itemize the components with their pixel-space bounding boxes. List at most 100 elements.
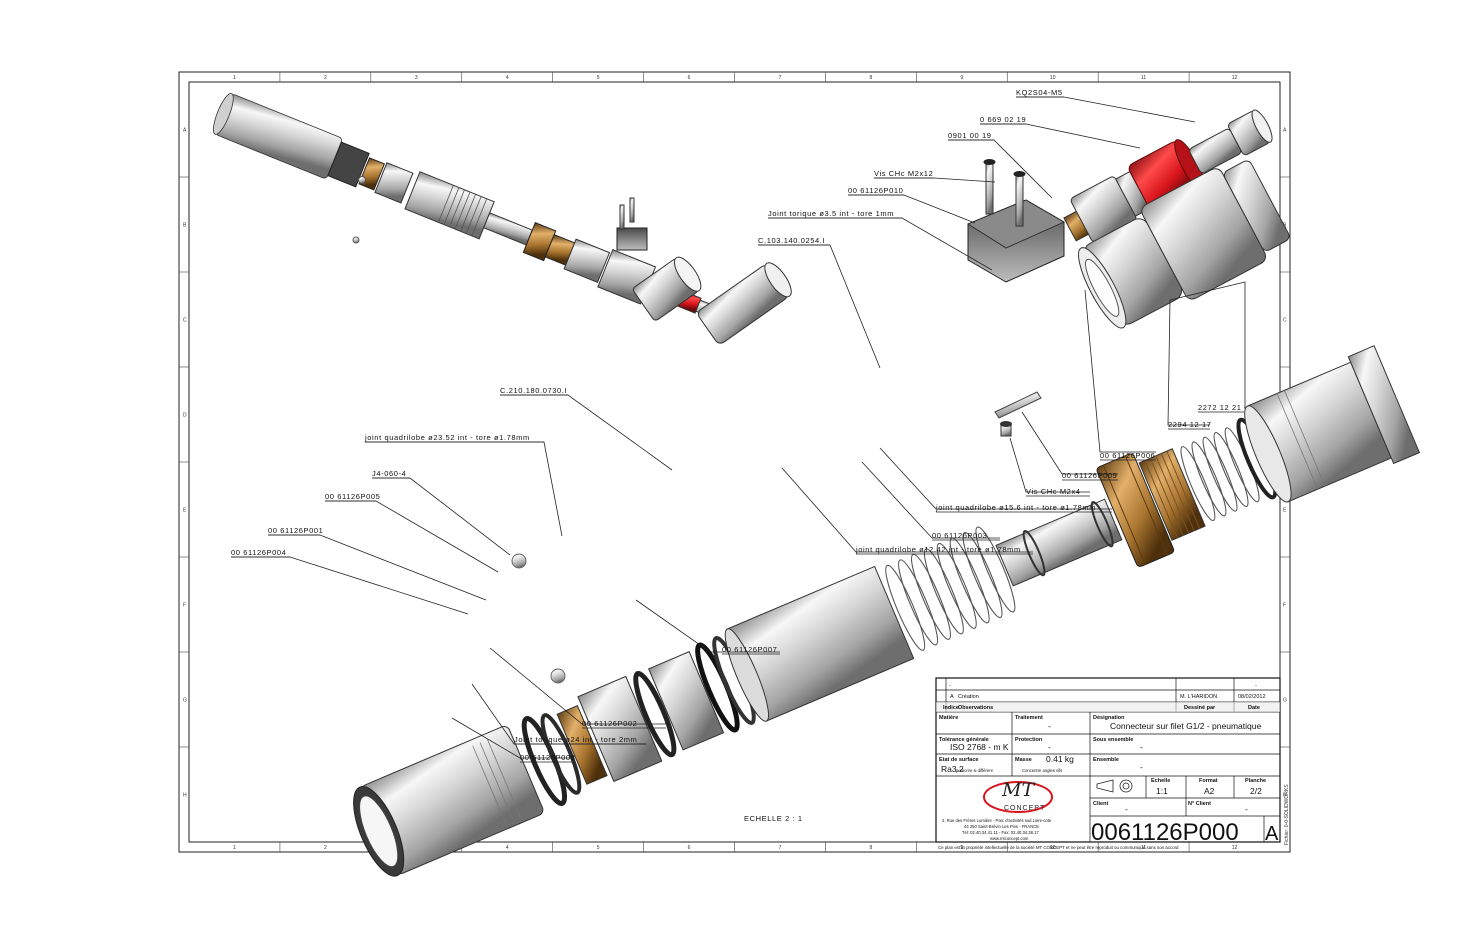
- frame-col-label: 4: [506, 75, 509, 81]
- frame-col-label: 5: [597, 75, 600, 81]
- tb-rev-date: 08/02/2012: [1238, 694, 1266, 700]
- tb-h-date: Date: [1248, 705, 1260, 711]
- frame-row-label: G: [183, 698, 187, 704]
- drawing-frame: 112233445566778899101011111212AABBCCDDEE…: [178, 71, 1291, 853]
- tb-v-planche: 2/2: [1250, 786, 1262, 796]
- tb-v-ra-note: prescrire si différent: [956, 768, 994, 773]
- drawing-number: 0061126P000: [1091, 819, 1239, 846]
- tb-l-etat: Etat de surface: [939, 757, 978, 763]
- label-0669: 0 669 02 19: [980, 115, 1026, 124]
- frame-col-label: 11: [1141, 75, 1146, 81]
- frame-row-label: F: [183, 603, 186, 609]
- frame-row-label: B: [183, 223, 187, 229]
- ball-j4-top: [511, 553, 527, 569]
- exploded-assembly-main: [353, 345, 1421, 877]
- frame-row-label: G: [1283, 698, 1287, 704]
- tb-v-designation: Connecteur sur filet G1/2 - pneumatique: [1110, 721, 1261, 731]
- label-oring-35: Joint torique ø3.5 int - tore 1mm: [768, 209, 894, 218]
- frame-row-label: C: [1283, 318, 1287, 324]
- tb-h-dessine: Dessiné par: [1184, 705, 1216, 711]
- label-c210: C.210.180.0730.I: [500, 386, 567, 395]
- tb-addr2: 44 250 Saint-Brévin Les Pins - FRANCE: [964, 824, 1039, 829]
- frame-col-label: 2: [324, 75, 327, 81]
- tb-v-format: A2: [1204, 786, 1215, 796]
- tb-l-echelle: Echelle: [1151, 778, 1170, 784]
- tb-v-tolerance: ISO 2768 - m K: [950, 742, 1009, 752]
- label-p002: 00 61126P002: [582, 719, 637, 728]
- fittings-top-right: [1063, 109, 1273, 243]
- clamp-block-p010: [967, 159, 1065, 283]
- frame-col-label: 10: [1050, 75, 1056, 81]
- tb-l-matiere: Matière: [939, 715, 958, 721]
- tb-addr1: 2, Rue des Frères Lumière - Parc d'activ…: [942, 818, 1052, 823]
- tb-rev-dash-date: -: [1255, 683, 1257, 689]
- tb-rev-index: A: [950, 694, 954, 700]
- tb-v-traitement: -: [1048, 721, 1051, 731]
- label-p004: 00 61126P004: [231, 548, 286, 557]
- tb-v-ensemble: -: [1140, 762, 1143, 772]
- label-underlines: [231, 96, 1244, 763]
- frame-row-label: A: [183, 128, 187, 134]
- projection-symbol: [1096, 779, 1133, 793]
- frame-col-label: 6: [688, 845, 691, 851]
- scale-note: ECHELLE 2 : 1: [744, 814, 803, 823]
- tb-l-tolerance: Tolérance générale: [939, 737, 989, 743]
- tb-l-format: Format: [1199, 778, 1218, 784]
- tb-l-planche: Planche: [1245, 778, 1266, 784]
- tb-v-masse: 0.41 kg: [1046, 754, 1074, 764]
- tb-l-sous-ensemble: Sous ensemble: [1093, 737, 1133, 743]
- tb-l-no-client: N° Client: [1188, 801, 1211, 807]
- tb-l-masse: Masse: [1015, 757, 1032, 763]
- label-p009: 00 61126P009: [1062, 471, 1117, 480]
- screw-m2x4: [994, 391, 1042, 437]
- frame-col-label: 4: [506, 845, 509, 851]
- part-labels: KQ2S04-M5 0 669 02 19 0901 00 19 Vis CHc…: [231, 88, 1241, 823]
- label-p006: 00 61126P006: [1100, 451, 1155, 460]
- label-quad-156: joint quadrilobe ø15.6 int - tore ø1.78m…: [935, 503, 1096, 512]
- label-p007: 00 61126P007: [722, 645, 777, 654]
- label-vis-m2x4: Vis CHc M2x4: [1026, 487, 1081, 496]
- label-c103: C.103.140.0254.I: [758, 236, 825, 245]
- logo-concept-text: CONCEPT: [1004, 805, 1045, 812]
- mt-concept-logo: MT CONCEPT: [983, 779, 1053, 813]
- tb-l-traitement: Traitement: [1015, 715, 1043, 721]
- ball-bottom: [550, 668, 566, 684]
- tb-addr4: www.mtconcept.com: [990, 836, 1029, 841]
- label-quad-2352: joint quadrilobe ø23.52 int - tore ø1.78…: [364, 433, 530, 442]
- frame-row-label: H: [183, 793, 187, 799]
- title-block: - - A Création M. L'HARIDON 08/02/2012 I…: [935, 677, 1281, 850]
- frame-col-label: 12: [1232, 845, 1238, 851]
- union-nut-2272: [1078, 160, 1290, 329]
- frame-row-label: B: [1283, 223, 1287, 229]
- frame-row-label: A: [1283, 128, 1287, 134]
- label-j4: J4-060-4: [372, 469, 406, 478]
- label-p008: 00 61126P008: [520, 753, 575, 762]
- frame-col-label: 7: [779, 845, 782, 851]
- frame-col-label: 12: [1232, 75, 1238, 81]
- label-p003: 00 61126P003: [932, 531, 987, 540]
- drawing-rev: A: [1265, 823, 1279, 845]
- label-kq2s04: KQ2S04-M5: [1016, 88, 1063, 97]
- frame-col-label: 1: [233, 75, 236, 81]
- frame-row-label: H: [1283, 793, 1287, 799]
- tb-v-echelle: 1:1: [1156, 786, 1168, 796]
- frame-side-note: Fichier: 0-0-SOLIDWORKS: [1284, 784, 1290, 845]
- frame-col-label: 7: [779, 75, 782, 81]
- tb-rev-dash: -: [949, 683, 951, 689]
- frame-col-label: 9: [960, 845, 963, 851]
- label-p010: 00 61126P010: [848, 186, 903, 195]
- tb-rev-obs: Création: [958, 694, 979, 700]
- tb-v-client: -: [1125, 804, 1128, 814]
- frame-col-label: 11: [1141, 845, 1146, 851]
- tb-v-ra: Ra3.2: [941, 764, 964, 774]
- frame-col-label: 2: [324, 845, 327, 851]
- frame-col-label: 8: [869, 845, 872, 851]
- frame-col-label: 9: [960, 75, 963, 81]
- tb-v-sous-ensemble: -: [1140, 742, 1143, 752]
- label-0901: 0901 00 19: [948, 131, 992, 140]
- frame-row-label: E: [1283, 508, 1287, 514]
- tb-l-client: Client: [1093, 801, 1108, 807]
- tb-addr3: Tél: 02.40.34.41.11 - Fax: 02.40.34.38.1…: [962, 830, 1039, 835]
- label-p001: 00 61126P001: [268, 526, 323, 535]
